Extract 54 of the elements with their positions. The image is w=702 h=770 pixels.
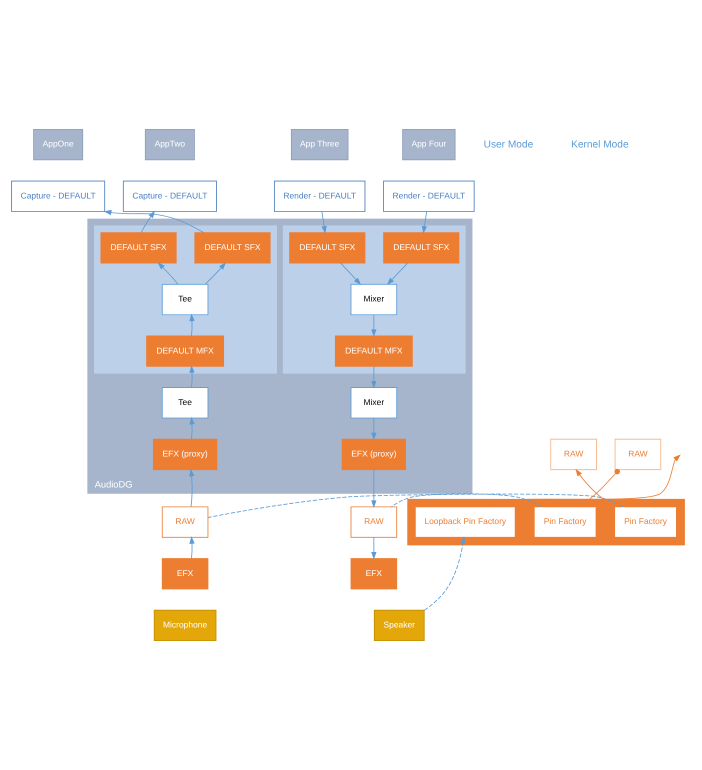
node-box: EFX bbox=[162, 558, 208, 590]
arrow bbox=[189, 416, 195, 440]
arrow bbox=[140, 210, 156, 233]
node-box: AppOne bbox=[33, 128, 84, 160]
node-box: Loopback Pin Factory bbox=[414, 506, 516, 538]
arrow bbox=[422, 211, 428, 234]
arrow bbox=[371, 469, 377, 508]
node-box: Capture - DEFAULT bbox=[122, 180, 217, 212]
node-box: Mixer bbox=[350, 284, 398, 316]
connector bbox=[208, 494, 624, 518]
connector bbox=[391, 493, 542, 508]
arrow bbox=[371, 536, 377, 560]
arrow bbox=[340, 262, 362, 286]
node-box: Pin Factory bbox=[614, 506, 677, 538]
node-box: App Four bbox=[402, 128, 456, 160]
arrow bbox=[189, 314, 195, 336]
label: Kernel Mode bbox=[571, 139, 629, 150]
node-box: RAW bbox=[550, 438, 597, 470]
arrow bbox=[189, 365, 195, 388]
node-box: RAW bbox=[350, 506, 398, 538]
label: User Mode bbox=[484, 139, 534, 150]
arrow bbox=[204, 262, 226, 284]
node-box: Tee bbox=[162, 387, 208, 418]
node-box: EFX (proxy) bbox=[342, 438, 406, 470]
node-box: EFX bbox=[350, 558, 398, 590]
arrow bbox=[371, 418, 377, 440]
arrow bbox=[424, 536, 466, 611]
node-box: Render - DEFAULT bbox=[274, 180, 366, 212]
node-box: DEFAULT MFX bbox=[334, 335, 413, 367]
arrow bbox=[158, 262, 178, 284]
node-box: Microphone bbox=[154, 610, 216, 642]
arrow bbox=[386, 262, 408, 286]
node-box: RAW bbox=[614, 438, 662, 470]
arrow bbox=[104, 210, 204, 234]
node-box: DEFAULT SFX bbox=[383, 232, 460, 264]
arrow bbox=[371, 314, 377, 337]
node-box: DEFAULT SFX bbox=[289, 232, 366, 264]
arrow bbox=[189, 468, 194, 508]
node-box: App Three bbox=[290, 128, 348, 160]
node-box: AppTwo bbox=[144, 128, 195, 160]
arrow bbox=[189, 536, 195, 559]
arrow bbox=[371, 366, 377, 389]
node-box: Render - DEFAULT bbox=[383, 180, 475, 212]
node-box: DEFAULT SFX bbox=[194, 232, 271, 264]
node-box: Pin Factory bbox=[534, 506, 596, 538]
node-box: EFX (proxy) bbox=[152, 438, 218, 470]
node-box: Tee bbox=[162, 284, 208, 316]
node-box: Capture - DEFAULT bbox=[11, 180, 106, 212]
node-box: Speaker bbox=[374, 610, 425, 642]
node-box: DEFAULT MFX bbox=[146, 335, 224, 367]
arrow bbox=[321, 211, 327, 234]
node-box: DEFAULT SFX bbox=[100, 232, 177, 264]
node-box: Mixer bbox=[350, 387, 398, 418]
node-box: RAW bbox=[162, 506, 208, 538]
